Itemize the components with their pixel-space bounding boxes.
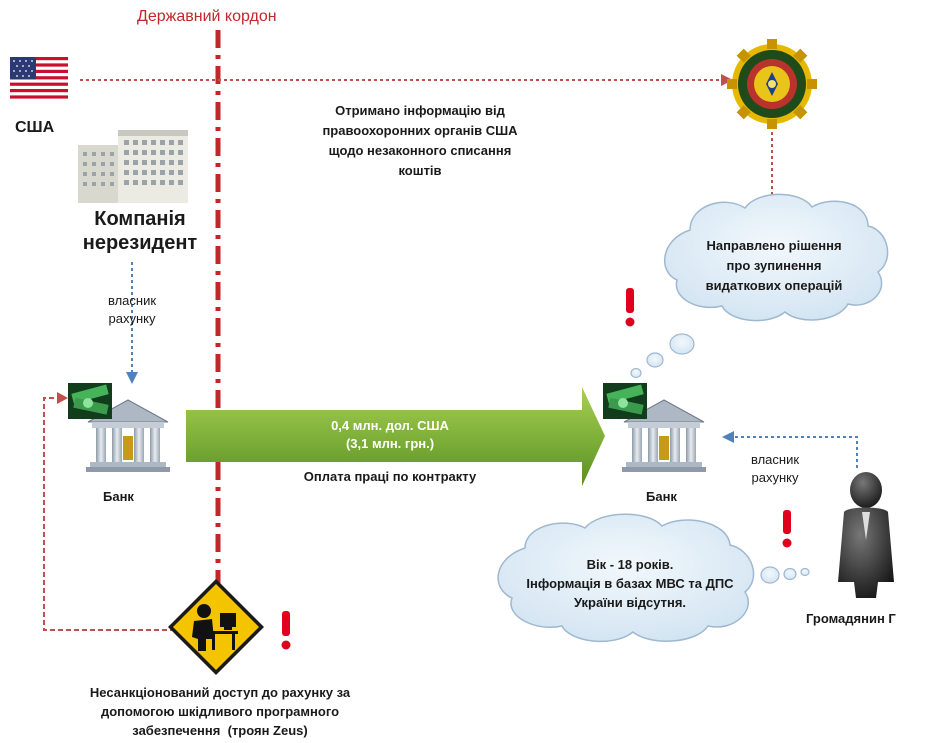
company-label-line2: нерезидент	[82, 232, 198, 254]
company-label-line1: Компанія	[94, 208, 186, 230]
exclamation-icon-bottom	[281, 611, 291, 650]
owner-left-line2: рахунку	[108, 311, 156, 326]
owner-right-label: власник рахунку	[727, 451, 823, 487]
hacker-to-bank-arrow	[43, 392, 175, 631]
decision-cloud-line2: про зупинення	[726, 258, 822, 273]
money-icon-right	[603, 383, 647, 419]
us-flag-icon	[10, 57, 68, 99]
owner-right-line2: рахунку	[751, 470, 799, 485]
hack-line3: забезпечення (троян Zeus)	[132, 723, 308, 738]
citizen-cloud-shape	[497, 513, 810, 643]
hack-description: Несанкціонований доступ до рахунку за до…	[60, 683, 380, 740]
decision-cloud-text: Направлено рішення про зупинення видатко…	[676, 236, 872, 296]
transfer-amount-usd: 0,4 млн. дол. США	[331, 418, 449, 433]
usa-label: США	[15, 119, 55, 136]
money-icon-left	[68, 383, 112, 419]
usa-info-line4: коштів	[398, 163, 442, 178]
building-icon	[78, 130, 188, 203]
citizen-cloud-line2: Інформація в базах МВС та ДПС	[526, 576, 734, 591]
exclamation-icon-middle	[782, 510, 792, 548]
transfer-amount: 0,4 млн. дол. США (3,1 млн. грн.)	[250, 417, 530, 453]
citizen-cloud-line1: Вік - 18 років.	[586, 557, 674, 572]
transfer-arrow	[186, 387, 605, 486]
decision-cloud-line3: видаткових операцій	[705, 278, 843, 293]
hack-line2: допомогою шкідливого програмного	[100, 704, 340, 719]
owner-left-label: власник рахунку	[84, 292, 180, 328]
citizen-cloud-text: Вік - 18 років. Інформація в базах МВС т…	[515, 555, 745, 612]
state-border-label: Державний кордон	[137, 8, 277, 25]
citizen-label: Громадянин Г	[806, 611, 896, 626]
exclamation-icon-top	[625, 288, 635, 327]
company-to-bank-arrow	[126, 262, 138, 384]
person-icon	[838, 472, 894, 598]
bank-right-label: Банк	[646, 489, 677, 504]
police-emblem-icon	[727, 39, 817, 129]
company-label: Компанія нерезидент	[70, 207, 210, 255]
decision-cloud-shape	[630, 193, 889, 379]
decision-cloud-line1: Направлено рішення	[706, 238, 842, 253]
usa-info-line2: правоохоронних органів США	[322, 123, 518, 138]
hack-line1: Несанкціонований доступ до рахунку за	[89, 685, 351, 700]
citizen-cloud-line3: України відсутня.	[573, 595, 687, 610]
warning-hacker-icon	[168, 579, 264, 675]
usa-to-police-arrow	[80, 74, 733, 86]
transfer-purpose: Оплата праці по контракту	[303, 469, 477, 484]
transfer-amount-uah: (3,1 млн. грн.)	[345, 436, 435, 451]
owner-left-line1: власник	[107, 293, 157, 308]
bank-left-label: Банк	[103, 489, 134, 504]
citizen-to-bank-arrow	[722, 431, 858, 468]
usa-info-text: Отримано інформацію від правоохоронних о…	[290, 101, 550, 181]
owner-right-line1: власник	[750, 452, 800, 467]
usa-info-line1: Отримано інформацію від	[335, 103, 505, 118]
usa-info-line3: щодо незаконного списання	[328, 143, 512, 158]
